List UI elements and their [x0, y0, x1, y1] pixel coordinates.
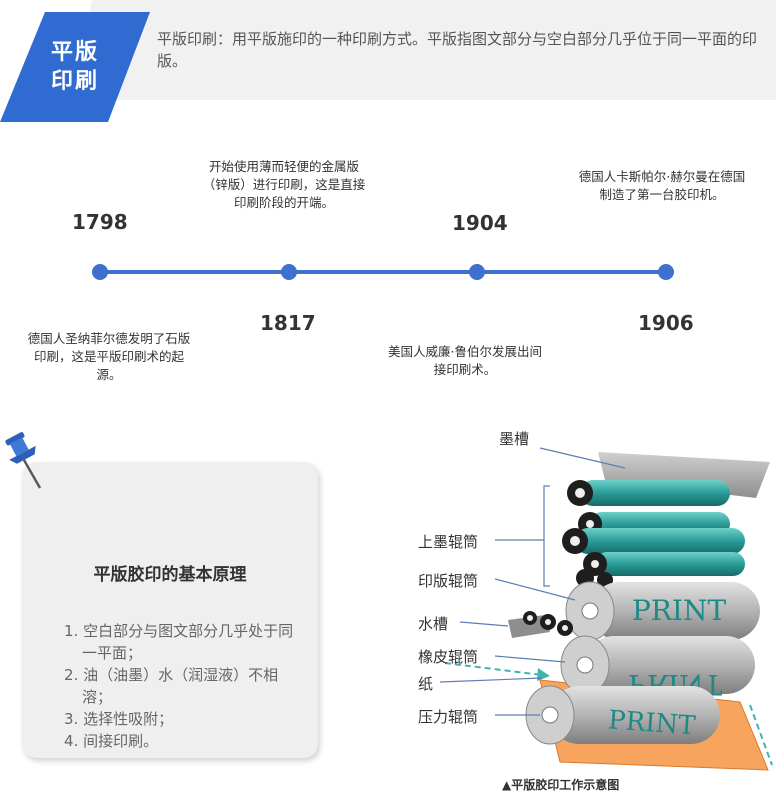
paper-print-text: PRINT	[607, 705, 697, 741]
label-ink-trough: 墨槽	[499, 430, 530, 448]
timeline-year-1906: 1906	[638, 311, 694, 335]
timeline-text-1906: 德国人卡斯帕尔·赫尔曼在德国制造了第一台胶印机。	[578, 169, 746, 202]
badge-line-2: 印刷	[50, 69, 99, 94]
principle-title: 平版胶印的基本原理	[93, 565, 247, 585]
diagram-caption: ▲平版胶印工作示意图	[502, 778, 620, 792]
impression-cylinder	[525, 685, 720, 745]
label-blanket-cylinder: 橡皮辊筒	[418, 648, 479, 666]
principle-card: 平版胶印的基本原理 1. 空白部分与图文部分几乎处于同一平面； 2. 油（油墨）…	[22, 462, 318, 758]
inking-rollers	[562, 480, 745, 588]
offset-press-diagram: PRINT PRINT PRINT	[439, 447, 773, 771]
label-plate-cylinder: 印版辊筒	[418, 572, 479, 590]
timeline-line	[100, 270, 666, 274]
label-water-trough: 水槽	[418, 615, 449, 633]
label-inking-rollers: 上墨辊筒	[418, 533, 479, 551]
label-impression-cylinder: 压力辊筒	[418, 708, 479, 726]
water-trough-unit	[508, 611, 573, 638]
pushpin-icon	[5, 432, 42, 489]
header-band	[70, 0, 776, 100]
principle-item-1: 1. 空白部分与图文部分几乎处于同一平面；	[64, 622, 294, 662]
timeline-year-1817: 1817	[260, 311, 316, 335]
header-description: 平版印刷：用平版施印的一种印刷方式。平版指图文部分与空白部分几乎位于同一平面的印…	[157, 30, 758, 70]
principle-item-4: 4. 间接印刷。	[64, 732, 159, 750]
principle-list: 1. 空白部分与图文部分几乎处于同一平面； 2. 油（油墨）水（润湿液）不相溶；…	[64, 620, 304, 752]
plate-cylinder	[565, 581, 760, 641]
title-badge: 平版 印刷	[0, 12, 150, 122]
badge-title: 平版 印刷	[35, 38, 115, 96]
timeline-dot-1798	[92, 264, 108, 280]
badge-line-1: 平版	[50, 40, 99, 65]
timeline-dot-1817	[281, 264, 297, 280]
leader-lines	[439, 447, 626, 716]
plate-print-text: PRINT	[632, 594, 726, 627]
paper-feed-arrow-head	[537, 668, 550, 681]
principle-item-3: 3. 选择性吸附；	[64, 710, 174, 728]
timeline-year-1798: 1798	[72, 210, 128, 234]
timeline-text-1904: 美国人威廉·鲁伯尔发展出间接印刷术。	[388, 344, 542, 377]
label-paper: 纸	[418, 675, 434, 693]
timeline-text-1817: 开始使用薄而轻便的金属版（锌版）进行印刷，这是直接印刷阶段的开端。	[202, 159, 366, 210]
timeline-text-1798: 德国人圣纳菲尔德发明了石版印刷，这是平版印刷术的起源。	[27, 331, 191, 382]
timeline-year-1904: 1904	[452, 211, 508, 235]
timeline-dot-1906	[658, 264, 674, 280]
timeline-dot-1904	[469, 264, 485, 280]
blanket-cylinder	[560, 635, 755, 695]
principle-item-2: 2. 油（油墨）水（润湿液）不相溶；	[64, 666, 279, 706]
paper-feed-arrow	[444, 662, 543, 676]
paper-exit-arrow	[749, 704, 773, 766]
inking-bracket	[543, 485, 550, 587]
